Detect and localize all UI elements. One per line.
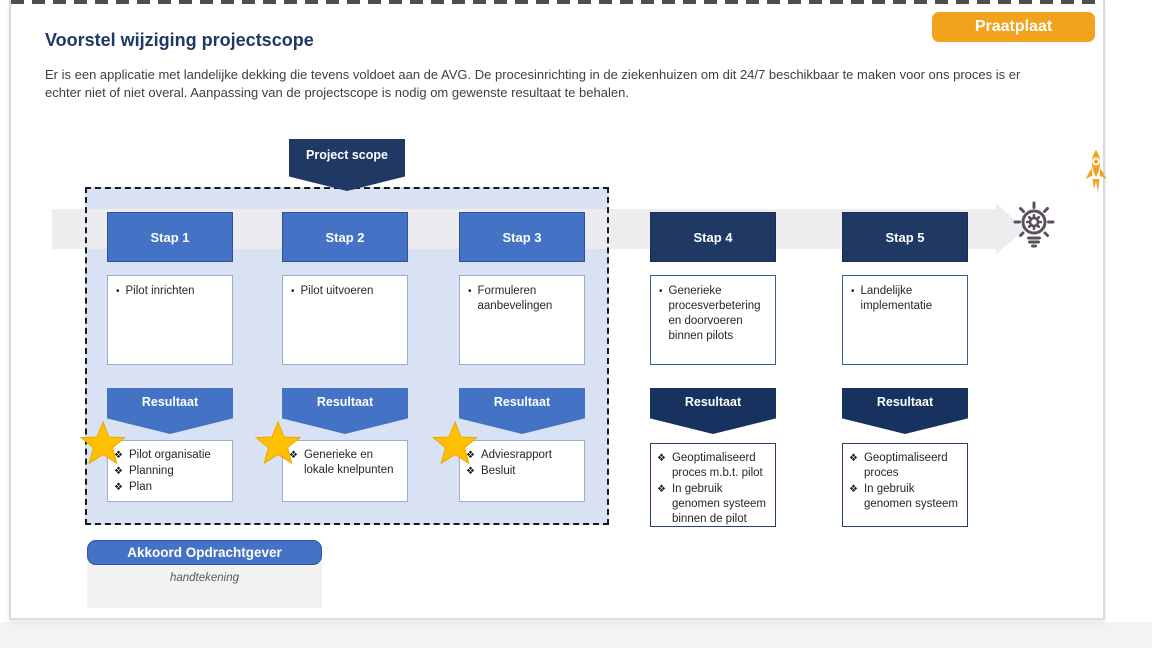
list-item: ❖ Geoptimaliseerd proces <box>849 451 963 481</box>
praatplaat-card: Praatplaat Voorstel wijziging projectsco… <box>9 0 1107 620</box>
list-item-text: Landelijke implementatie <box>860 285 933 312</box>
list-item-text: Formuleren aanbevelingen <box>477 285 553 312</box>
bullet-glyph: ❖ <box>114 481 123 493</box>
result-banner: Resultaat <box>650 388 776 434</box>
bullet-glyph: • <box>468 286 472 297</box>
result-banner-label: Resultaat <box>684 395 742 409</box>
bullet-glyph: ❖ <box>657 453 666 464</box>
step-results-box: ❖ Adviesrapport ❖ Besluit <box>459 440 585 502</box>
project-scope-banner: Project scope <box>289 139 405 191</box>
intro-text: Er is een applicatie met landelijke dekk… <box>45 67 1021 101</box>
praatplaat-badge-button[interactable]: Praatplaat <box>932 12 1095 42</box>
list-item-text: Pilot organisatie <box>128 449 211 461</box>
step-results-box: ❖ Geoptimaliseerd proces ❖ In gebruik genom… <box>842 443 968 527</box>
star-icon <box>80 420 126 465</box>
list-item-text: Geoptimaliseerd proces <box>863 452 948 479</box>
bullet-glyph: ❖ <box>657 483 666 495</box>
signature-placeholder: handtekening <box>169 572 240 584</box>
list-item: • Landelijke implementatie <box>851 284 962 314</box>
list-item-text: Adviesrapport <box>480 449 552 461</box>
bullet-glyph: ❖ <box>114 465 123 477</box>
list-item: • Pilot uitvoeren <box>291 284 402 299</box>
bullet-glyph: • <box>659 286 663 297</box>
list-item-text: Planning <box>128 464 174 477</box>
step-header: Stap 2 <box>282 212 408 262</box>
step-results-box: ❖ Generieke en lokale knelpunten <box>282 440 408 502</box>
list-item: • Pilot inrichten <box>116 284 227 299</box>
result-banner-label: Resultaat <box>316 395 374 409</box>
list-item: • Generieke procesverbetering en doorvoer… <box>659 284 770 344</box>
lightbulb-gear-icon <box>1013 201 1055 248</box>
list-item-text: In gebruik genomen systeem binnen de pil… <box>671 482 766 525</box>
list-item-text: Geoptimaliseerd proces m.b.t. pilot <box>671 452 763 479</box>
bullet-glyph: ❖ <box>849 453 858 464</box>
list-item-text: Generieke procesverbetering en doorvoere… <box>668 285 761 342</box>
step-activities-box: • Landelijke implementatie <box>842 275 968 365</box>
list-item-text: Pilot inrichten <box>125 285 195 297</box>
top-dashed-line <box>11 0 1103 4</box>
list-item: ❖ In gebruik genomen systeem binnen de pi… <box>657 482 771 527</box>
list-item-text: Besluit <box>480 464 516 477</box>
step-results-box: ❖ Pilot organisatie ❖ Planning ❖ Plan <box>107 440 233 502</box>
step-activities-box: • Pilot uitvoeren <box>282 275 408 365</box>
list-item-text: Generieke en lokale knelpunten <box>303 449 394 476</box>
list-item: ❖ Plan <box>114 480 228 495</box>
step-header: Stap 4 <box>650 212 776 262</box>
page-title: Voorstel wijziging projectscope <box>45 30 314 50</box>
bullet-glyph: ❖ <box>466 450 475 461</box>
list-item: ❖ In gebruik genomen systeem <box>849 482 963 512</box>
list-item: • Formuleren aanbevelingen <box>468 284 579 314</box>
star-icon <box>255 420 301 465</box>
bullet-glyph: ❖ <box>466 465 475 477</box>
bullet-glyph: ❖ <box>289 450 298 461</box>
step-header: Stap 5 <box>842 212 968 262</box>
bullet-glyph: • <box>851 286 855 297</box>
list-item: ❖ Planning <box>114 464 228 479</box>
bullet-glyph: • <box>291 286 295 297</box>
step-results-box: ❖ Geoptimaliseerd proces m.b.t. pilot ❖ In … <box>650 443 776 527</box>
step-header: Stap 1 <box>107 212 233 262</box>
result-banner-label: Resultaat <box>876 395 934 409</box>
list-item: ❖ Pilot organisatie <box>114 448 228 463</box>
list-item-text: Plan <box>128 480 152 493</box>
list-item-text: In gebruik genomen systeem <box>863 482 958 510</box>
rocket-icon <box>1085 150 1107 192</box>
project-scope-label: Project scope <box>306 148 388 162</box>
result-banner-label: Resultaat <box>493 395 551 409</box>
akkoord-opdrachtgever-button[interactable]: Akkoord Opdrachtgever <box>87 540 322 565</box>
step-activities-box: • Pilot inrichten <box>107 275 233 365</box>
page-footer-strip <box>0 622 1152 648</box>
list-item: ❖ Adviesrapport <box>466 448 580 463</box>
bullet-glyph: ❖ <box>849 483 858 495</box>
step-activities-box: • Formuleren aanbevelingen <box>459 275 585 365</box>
list-item: ❖ Generieke en lokale knelpunten <box>289 448 403 478</box>
list-item: ❖ Besluit <box>466 464 580 479</box>
bullet-glyph: ❖ <box>114 450 123 461</box>
step-header: Stap 3 <box>459 212 585 262</box>
list-item: ❖ Geoptimaliseerd proces m.b.t. pilot <box>657 451 771 481</box>
bullet-glyph: • <box>116 286 120 297</box>
result-banner-label: Resultaat <box>141 395 199 409</box>
result-banner: Resultaat <box>842 388 968 434</box>
step-activities-box: • Generieke procesverbetering en doorvoer… <box>650 275 776 365</box>
list-item-text: Pilot uitvoeren <box>300 285 374 297</box>
star-icon <box>432 420 478 465</box>
